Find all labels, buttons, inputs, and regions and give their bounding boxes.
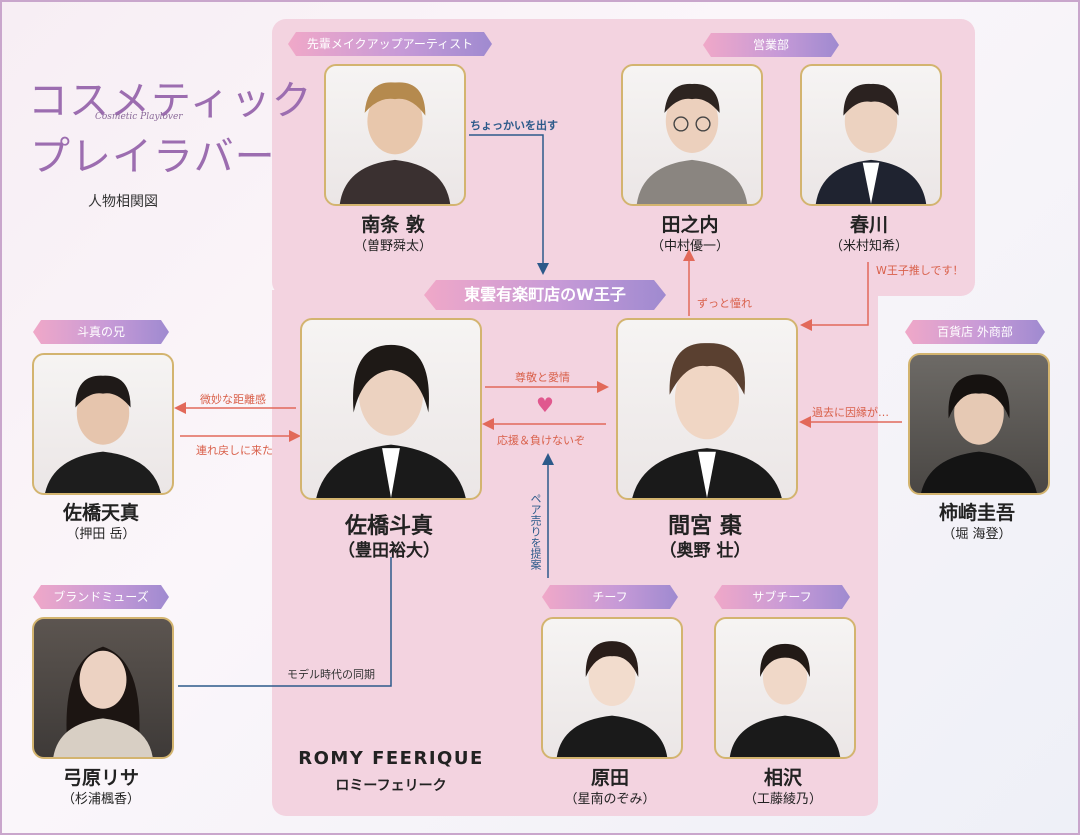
rel-toma-to-mamiya: 尊敬と愛情 <box>515 371 570 384</box>
rel-harukawa-to-mamiya: W王子推しです！ <box>876 264 964 277</box>
actor-kakizaki: （堀 海登） <box>942 527 1012 542</box>
line-harukawa-to-mamiya <box>800 262 869 331</box>
tag-tenma: 斗真の兄 <box>33 320 169 344</box>
actor-toma: （豊田裕大） <box>338 541 440 561</box>
photo-harada <box>541 617 683 759</box>
actor-harada: （星南のぞみ） <box>564 792 656 807</box>
tag-w-prince: 東雲有楽町店のW王子 <box>424 280 666 310</box>
tag-kakizaki: 百貨店 外商部 <box>905 320 1045 344</box>
rel-harada-to-pair: ペア売りを提案 <box>529 493 542 570</box>
tag-nanjo: 先輩メイクアップアーティスト <box>288 32 492 56</box>
photo-kakizaki <box>908 353 1050 495</box>
rel-toma-yumihara: モデル時代の同期 <box>287 668 375 681</box>
name-harada: 原田 <box>590 767 629 789</box>
name-harukawa: 春川 <box>849 214 888 236</box>
photo-harukawa <box>800 64 942 206</box>
tag-yumihara: ブランドミューズ <box>33 585 169 609</box>
name-nanjo: 南条 敦 <box>361 214 425 236</box>
actor-tanouchi: （中村優一） <box>650 239 729 254</box>
logo-title-line2: プレイラバー <box>30 134 276 180</box>
rel-mamiya-to-toma: 応援＆負けないぞ <box>497 434 585 447</box>
actor-tenma: （押田 岳） <box>66 527 136 542</box>
tag-aizawa: サブチーフ <box>714 585 850 609</box>
name-aizawa: 相沢 <box>763 767 802 789</box>
name-mamiya: 間宮 棗 <box>668 514 742 539</box>
tag-sales-dept: 営業部 <box>703 33 839 57</box>
photo-yumihara <box>32 617 174 759</box>
romy-feerique-jp: ロミーフェリーク <box>335 778 447 794</box>
logo-title-line1: コスメティック <box>28 78 313 124</box>
heart-icon: ♥ <box>536 393 554 417</box>
name-toma: 佐橋斗真 <box>344 514 433 539</box>
line-toma-yumihara <box>178 557 392 687</box>
name-tanouchi: 田之内 <box>661 214 719 236</box>
actor-mamiya: （奥野 壮） <box>659 541 751 561</box>
photo-aizawa <box>714 617 856 759</box>
rel-toma-to-tenma: 微妙な距離感 <box>200 393 266 406</box>
rel-nanjo-to-prince: ちょっかいを出す <box>470 119 558 132</box>
romy-feerique-en: ROMY FEERIQUE <box>298 748 484 769</box>
actor-harukawa: （米村知希） <box>829 239 908 254</box>
actor-nanjo: （曽野舜太） <box>353 239 432 254</box>
name-kakizaki: 柿崎圭吾 <box>938 502 1015 524</box>
photo-mamiya <box>616 318 798 500</box>
photo-tenma <box>32 353 174 495</box>
rel-tenma-to-toma: 連れ戻しに来た <box>196 444 273 457</box>
photo-nanjo <box>324 64 466 206</box>
photo-toma <box>300 318 482 500</box>
diagram-title: 人物相関図 <box>88 194 158 210</box>
rel-kakizaki-to-mamiya: 過去に因縁が… <box>812 406 889 419</box>
logo-subtitle: Cosmetic Playlover <box>95 112 183 122</box>
tag-harada: チーフ <box>542 585 678 609</box>
rel-mamiya-to-tanouchi: ずっと憧れ <box>697 297 752 310</box>
actor-yumihara: （杉浦楓香） <box>61 792 140 807</box>
name-yumihara: 弓原リサ <box>62 767 139 789</box>
name-tenma: 佐橋天真 <box>62 502 139 524</box>
line-nanjo-to-prince <box>469 134 549 275</box>
actor-aizawa: （工藤綾乃） <box>743 792 822 807</box>
photo-tanouchi <box>621 64 763 206</box>
